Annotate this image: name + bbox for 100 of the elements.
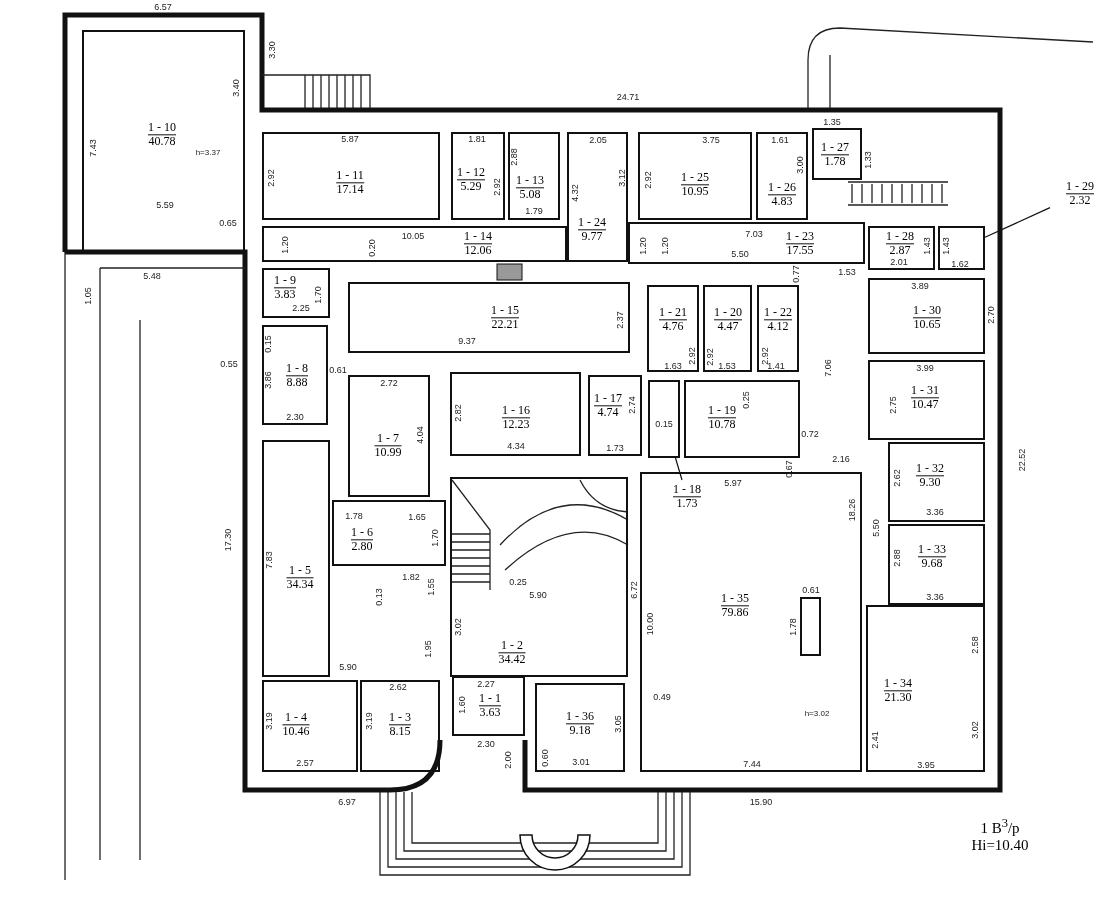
room-outline	[756, 132, 808, 220]
room-area: 8.88	[286, 376, 308, 390]
room-area: 3.63	[479, 706, 501, 720]
dimension-label: 2.92	[266, 169, 276, 187]
room-outline	[262, 325, 328, 425]
room-area: 1.78	[821, 155, 849, 169]
floor-note: Hi=10.40	[971, 837, 1029, 853]
dimension-label: 1.43	[941, 237, 951, 255]
room-number: 1 - 18	[673, 483, 701, 498]
dimension-label: 1.70	[313, 286, 323, 304]
ceiling-height-note: h=3.37	[195, 149, 221, 157]
dimension-label: 1.20	[280, 236, 290, 254]
dimension-label: 1.63	[664, 361, 682, 371]
room-outline	[628, 222, 865, 264]
dimension-label: 15.90	[749, 797, 773, 807]
room-number: 1 - 26	[768, 181, 796, 196]
dimension-label: 2.27	[477, 679, 495, 689]
dimension-label: 17.30	[223, 528, 233, 552]
room-area: 3.83	[274, 288, 296, 302]
room-area: 9.30	[916, 476, 944, 490]
room-outline	[262, 132, 440, 220]
room-number: 1 - 35	[721, 592, 749, 607]
ceiling-height-note: h=3.02	[804, 710, 830, 718]
dimension-label: 1.70	[430, 529, 440, 547]
room-number: 1 - 1	[479, 692, 501, 707]
room-area: 34.42	[498, 653, 526, 667]
room-outline	[648, 380, 680, 458]
dimension-label: 24.71	[616, 92, 640, 102]
room-outline	[450, 477, 628, 677]
dimension-label: 6.57	[154, 2, 172, 12]
room-area: 9.68	[918, 557, 946, 571]
room-outline	[938, 226, 985, 270]
dimension-label: 1.73	[606, 443, 624, 453]
dimension-label: 6.97	[338, 797, 356, 807]
dimension-label: 0.15	[263, 335, 273, 353]
room-area: 12.06	[464, 244, 492, 258]
dimension-label: 1.20	[660, 237, 670, 255]
dimension-label: 1.53	[838, 267, 856, 277]
dimension-label: 3.19	[264, 712, 274, 730]
room-outline	[888, 442, 985, 522]
room-area: 17.14	[336, 183, 364, 197]
dimension-label: 7.43	[88, 139, 98, 157]
room-area: 10.46	[282, 725, 310, 739]
room-area: 22.21	[491, 318, 519, 332]
room-number: 1 - 14	[464, 230, 492, 245]
dimension-label: 7.03	[745, 229, 763, 239]
dimension-label: 2.72	[380, 378, 398, 388]
dimension-label: 2.62	[892, 469, 902, 487]
dimension-label: 3.30	[267, 41, 277, 59]
room-area: 4.76	[659, 320, 687, 334]
dimension-label: 1.20	[638, 237, 648, 255]
dimension-label: 0.25	[741, 391, 751, 409]
leader-line	[984, 207, 1051, 238]
dimension-label: 18.26	[847, 498, 857, 522]
floor-note: 1 B$^{3}$/p	[980, 816, 1020, 836]
dimension-label: 2.41	[870, 731, 880, 749]
room-number: 1 - 33	[918, 543, 946, 558]
room-number: 1 - 17	[594, 392, 622, 407]
dimension-label: 2.16	[832, 454, 850, 464]
room-area: 8.15	[389, 725, 411, 739]
room-number: 1 - 12	[457, 166, 485, 181]
dimension-label: 5.90	[529, 590, 547, 600]
dimension-label: 1.35	[823, 117, 841, 127]
room-outline	[866, 605, 985, 772]
room-outline	[360, 680, 440, 772]
dimension-label: 0.13	[374, 588, 384, 606]
dimension-label: 1.62	[951, 259, 969, 269]
room-area: 9.18	[566, 724, 594, 738]
room-outline	[450, 372, 581, 456]
dimension-label: 3.95	[917, 760, 935, 770]
room-number: 1 - 21	[659, 306, 687, 321]
room-number: 1 - 9	[274, 274, 296, 289]
room-area: 21.30	[884, 691, 912, 705]
room-outline	[262, 680, 358, 772]
dimension-label: 3.40	[231, 79, 241, 97]
room-number: 1 - 36	[566, 710, 594, 725]
dimension-label: 2.88	[509, 148, 519, 166]
room-outline	[452, 676, 525, 736]
room-number: 1 - 16	[502, 404, 530, 419]
dimension-label: 2.82	[453, 404, 463, 422]
dimension-label: 2.75	[888, 396, 898, 414]
room-area: 12.23	[502, 418, 530, 432]
room-area: 2.80	[351, 540, 373, 554]
dimension-label: 1.53	[718, 361, 736, 371]
dimension-label: 0.25	[509, 577, 527, 587]
dimension-label: 3.02	[970, 721, 980, 739]
room-number: 1 - 11	[336, 169, 364, 184]
dimension-label: 3.99	[916, 363, 934, 373]
room-number: 1 - 31	[911, 384, 939, 399]
dimension-label: 1.78	[788, 618, 798, 636]
dimension-label: 2.92	[687, 347, 697, 365]
room-area: 5.29	[457, 180, 485, 194]
room-outline	[647, 285, 699, 372]
room-number: 1 - 20	[714, 306, 742, 321]
room-area: 4.83	[768, 195, 796, 209]
room-outline	[868, 226, 935, 270]
dimension-label: 1.81	[468, 134, 486, 144]
room-outline	[757, 285, 799, 372]
dimension-label: 2.92	[705, 348, 715, 366]
dimension-label: 2.58	[970, 636, 980, 654]
